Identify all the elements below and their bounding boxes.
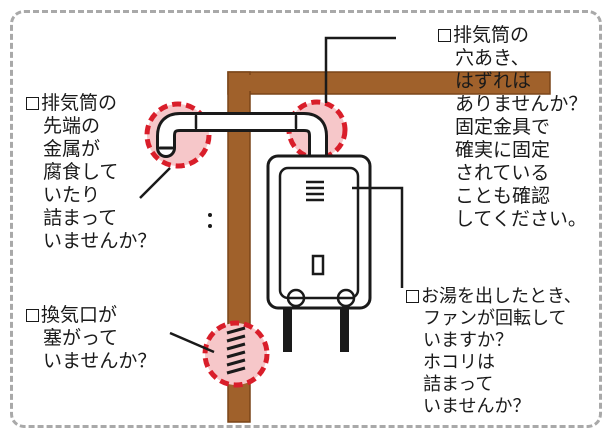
note-line: いますか？: [423, 330, 513, 351]
note-line: 先端の: [43, 115, 101, 137]
note-line: 換気口が: [26, 304, 156, 327]
note-line: 金属が: [43, 138, 101, 160]
checkbox-icon: [406, 290, 419, 303]
note-line: 腐食して: [43, 161, 119, 183]
note-line: されている: [455, 162, 550, 184]
note-fan: お湯を出したとき、 ファンが回転して いますか？ ホコリは 詰まって いませんか…: [406, 286, 582, 418]
note-line: 排気筒の: [26, 92, 156, 115]
note-line: お湯を出したとき、: [406, 286, 582, 308]
note-line: ありませんか？: [455, 93, 588, 115]
note-line: ファンが回転して: [423, 308, 567, 329]
checkbox-icon: [26, 97, 39, 110]
note-line: 詰まって: [43, 207, 118, 229]
note-line: 塞がって: [43, 327, 119, 349]
leader-line-fan: [352, 186, 404, 288]
checkbox-icon: [26, 309, 39, 322]
exhaust-pipe-icon: [156, 112, 328, 168]
water-heater-icon: [266, 154, 372, 352]
leader-line-tip: [139, 167, 171, 199]
note-line: いませんか？: [43, 350, 157, 372]
leader-line-vent: [169, 331, 215, 354]
note-pipe-hole: 排気筒の 穴あき、 はずれは ありませんか？ 固定金具で 確実に固定 されている…: [438, 24, 587, 231]
leader-line-hole: [324, 36, 396, 103]
note-line: はずれは: [455, 70, 532, 92]
note-line: してください。: [455, 208, 587, 230]
vent-grille-icon: [226, 326, 246, 375]
note-line: いたり: [43, 184, 101, 206]
checkbox-icon: [438, 29, 451, 42]
decorative-dots: [208, 213, 212, 228]
dashed-frame: [10, 10, 602, 428]
note-pipe-tip: 排気筒の 先端の 金属が 腐食して いたり 詰まって いませんか？: [26, 92, 156, 253]
note-line: 排気筒の: [438, 24, 587, 47]
note-line: 確実に固定: [455, 139, 551, 161]
note-line: 詰まって: [423, 374, 494, 395]
note-line: 穴あき、: [455, 47, 530, 69]
note-line: ホコリは: [423, 352, 495, 373]
note-line: ことも確認: [455, 185, 551, 207]
note-line: 固定金具で: [455, 116, 551, 138]
leader-lines: [139, 36, 404, 354]
note-line: いませんか？: [43, 230, 157, 252]
note-line: いませんか？: [423, 396, 531, 417]
note-vent: 換気口が 塞がって いませんか？: [26, 304, 156, 373]
